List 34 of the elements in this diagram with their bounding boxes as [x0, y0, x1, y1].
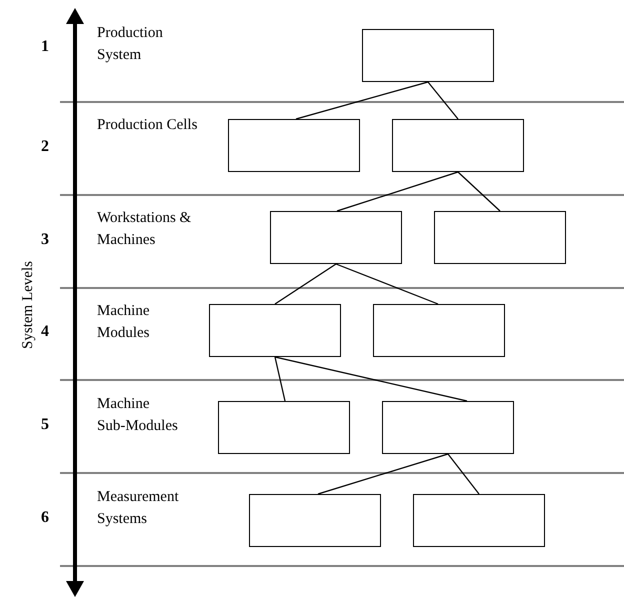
connector-line — [274, 356, 468, 402]
connector-line — [318, 453, 448, 495]
empty-box — [209, 304, 341, 357]
level-number: 1 — [41, 38, 49, 56]
empty-box — [413, 494, 545, 547]
level-number: 4 — [41, 323, 49, 341]
empty-box — [373, 304, 505, 357]
empty-box — [228, 119, 360, 172]
empty-box — [362, 29, 494, 82]
empty-box — [270, 211, 402, 264]
connector-line — [336, 171, 458, 212]
empty-box — [249, 494, 381, 547]
level-number: 2 — [41, 138, 49, 156]
level-label: Production System — [97, 24, 164, 65]
level-label: Production Cells — [97, 116, 198, 135]
empty-box — [434, 211, 566, 264]
level-label: Machine Sub-Modules — [97, 395, 179, 436]
level-number: 5 — [41, 416, 49, 434]
connector-line — [336, 263, 438, 305]
connector-line — [274, 356, 286, 402]
level-label: Machine Modules — [97, 302, 150, 343]
level-label: Workstations & Machines — [97, 209, 192, 250]
level-number: 6 — [41, 509, 49, 527]
connector-line — [296, 81, 428, 120]
connector-line — [458, 172, 500, 212]
empty-box — [382, 401, 514, 454]
empty-box — [392, 119, 524, 172]
connector-line — [448, 454, 480, 494]
connector-line — [428, 82, 458, 120]
empty-box — [218, 401, 350, 454]
connector-line — [274, 264, 336, 304]
level-number: 3 — [41, 231, 49, 249]
axis-label: System Levels — [20, 260, 36, 351]
level-label: Measurement Systems — [97, 488, 180, 529]
